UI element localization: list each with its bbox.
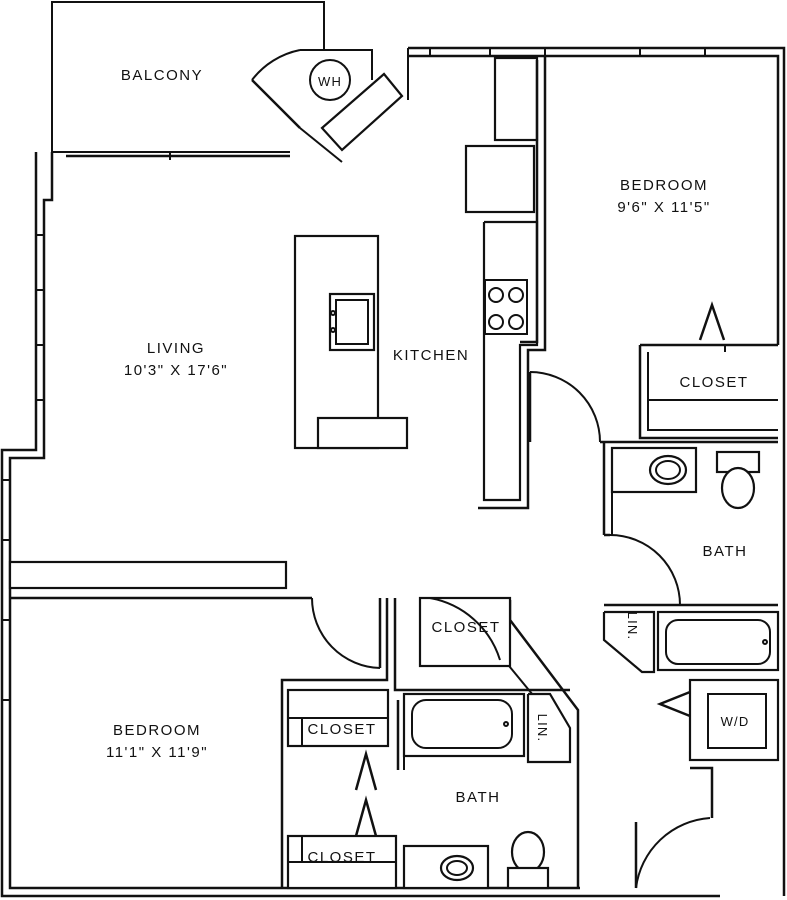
label-closet-1: CLOSET [679, 374, 748, 391]
label-bedroom-1-size: 9'6" X 11'5" [617, 199, 710, 216]
label-living: LIVING [147, 340, 205, 357]
label-bath-2: BATH [456, 789, 501, 806]
pantry-cabinet [464, 144, 536, 214]
label-living-size: 10'3" X 17'6" [124, 362, 228, 379]
bath-2-area [286, 688, 572, 890]
island-bar [316, 416, 409, 450]
bedroom-2-door [311, 597, 381, 669]
label-kitchen: KITCHEN [393, 347, 469, 364]
bath-1-area [602, 442, 780, 889]
water-heater-icon [309, 59, 351, 101]
washer-dryer [707, 693, 767, 749]
hall-closet-door [429, 597, 501, 661]
hall-closet [418, 596, 512, 668]
bifold-door-1 [698, 301, 726, 341]
cooktop-icon [484, 279, 528, 335]
label-linen-1: LIN. [625, 612, 640, 641]
label-closet-2-upper: CLOSET [307, 721, 376, 738]
kitchen-sink-icon [328, 292, 376, 352]
label-closet-2-lower: CLOSET [307, 849, 376, 866]
label-bedroom-2: BEDROOM [113, 722, 201, 739]
bedroom-1-door [529, 371, 601, 443]
bath-1-door [609, 534, 681, 606]
entry-door [635, 817, 711, 889]
hall-shelf [8, 560, 288, 590]
label-bedroom-2-size: 11'1" X 11'9" [106, 744, 208, 761]
label-wd: W/D [721, 714, 750, 729]
kitchen-area [293, 56, 547, 510]
label-wh: WH [318, 74, 342, 89]
bedroom-1-area [528, 301, 778, 444]
appliance-diagonal [299, 72, 404, 163]
label-balcony: BALCONY [121, 67, 203, 84]
balcony-area [51, 1, 325, 160]
room-labels: BALCONY WH LIVING 10'3" X 17'6" KITCHEN … [106, 67, 750, 866]
label-bedroom-1: BEDROOM [620, 177, 708, 194]
toilet-1-icon [715, 450, 761, 510]
hallway-area [8, 560, 580, 888]
bathtub-1 [656, 610, 780, 672]
bifold-door-2 [656, 690, 691, 718]
bifold-door-3 [354, 749, 378, 791]
sink-2-icon [439, 854, 475, 882]
water-heater-closet [251, 49, 404, 163]
toilet-2-icon [506, 830, 550, 890]
vanity-2 [402, 844, 490, 890]
label-linen-2: LIN. [535, 714, 550, 743]
fridge [493, 56, 539, 142]
exterior-walls [0, 46, 786, 898]
label-bath-1: BATH [703, 543, 748, 560]
sink-1-icon [648, 454, 688, 486]
label-closet-hall: CLOSET [431, 619, 500, 636]
bifold-door-4 [354, 795, 378, 837]
